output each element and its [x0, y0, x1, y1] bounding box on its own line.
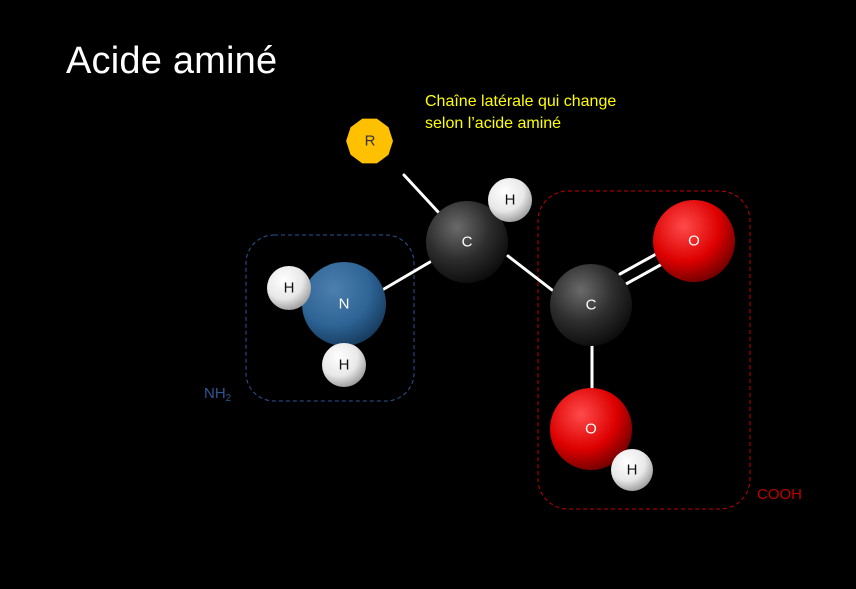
atom-h-hydroxyl-label: H: [627, 462, 638, 479]
atom-h-hydroxyl: [611, 449, 653, 491]
atom-h-n2: [322, 343, 366, 387]
atom-o-hydroxyl-label: O: [585, 421, 597, 438]
amine-group-label: NH2: [204, 385, 231, 404]
side-chain-r-label: R: [365, 133, 376, 150]
atom-n-label: N: [339, 296, 350, 313]
side-chain-note-line-2: selon l’acide aminé: [425, 115, 562, 132]
page-title: Acide aminé: [66, 40, 278, 82]
atom-o-double-label: O: [688, 233, 700, 250]
bond-c-alpha-c-carboxyl: [506, 254, 554, 292]
amine-group-label-subscript: 2: [225, 393, 232, 404]
atom-h-alpha: [488, 178, 532, 222]
atom-c-carboxyl-label: C: [586, 297, 597, 314]
amine-group-box: [245, 234, 415, 402]
atom-c-alpha: [426, 201, 508, 283]
side-chain-note: Chaîne latérale qui change selon l’acide…: [425, 91, 616, 135]
amine-group-label-base: NH: [204, 385, 226, 402]
atom-o-hydroxyl: [550, 388, 632, 470]
atom-h-n1: [267, 266, 311, 310]
side-chain-note-line-1: Chaîne latérale qui change: [425, 93, 617, 110]
atom-c-alpha-label: C: [462, 234, 473, 251]
bond-c-alpha-n: [382, 260, 432, 291]
atom-n: [302, 262, 386, 346]
atom-h-n2-label: H: [339, 357, 350, 374]
atom-c-carboxyl: [550, 264, 632, 346]
bond-c-carboxyl-o-double-1: [618, 251, 660, 276]
side-chain-r: [346, 118, 393, 164]
carboxyl-group-label: COOH: [757, 486, 802, 503]
bond-r-c-alpha: [402, 173, 442, 216]
atom-o-double: [653, 200, 735, 282]
atom-h-alpha-label: H: [505, 192, 516, 209]
bond-c-carboxyl-o-double-2: [624, 261, 666, 286]
atom-h-n1-label: H: [284, 280, 295, 297]
